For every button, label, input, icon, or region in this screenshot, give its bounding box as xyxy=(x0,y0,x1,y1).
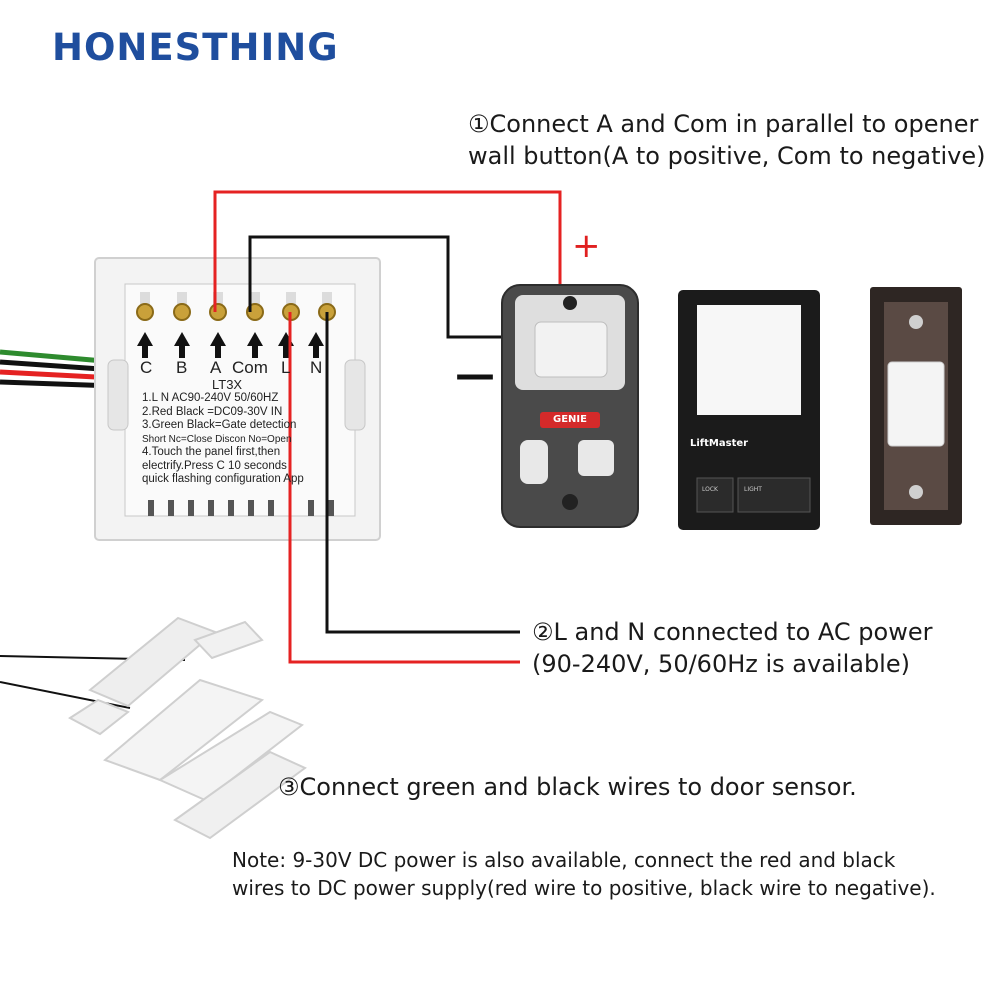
panel-model: LT3X xyxy=(212,377,243,392)
step-2-line-1: ②L and N connected to AC power xyxy=(532,618,933,646)
light-label: LIGHT xyxy=(744,486,762,493)
terminal-label-com: Com xyxy=(232,358,268,377)
brand-logo: HONESTHING xyxy=(52,26,339,69)
door-sensor xyxy=(0,616,307,840)
panel-spec: 1.L N AC90-240V 50/60HZ 2.Red Black =DC0… xyxy=(142,392,304,487)
spec-line-4: Short Nc=Close Discon No=Open xyxy=(142,433,292,445)
step-3: ③Connect green and black wires to door s… xyxy=(278,771,857,803)
spec-line-6: electrify.Press C 10 seconds xyxy=(142,459,287,472)
step-1-line-2: wall button(A to positive, Com to negati… xyxy=(468,142,986,170)
terminal-label-l: L xyxy=(281,358,291,377)
liftmaster-logo: LiftMaster xyxy=(690,438,749,449)
spec-line-1: 1.L N AC90-240V 50/60HZ xyxy=(142,392,279,404)
negative-sign: — xyxy=(455,352,495,398)
step-1: ①Connect A and Com in parallel to opener… xyxy=(468,108,986,172)
terminal-label-n: N xyxy=(310,358,323,377)
switch-panel xyxy=(94,257,381,541)
genie-logo: GENIE xyxy=(553,414,587,425)
genie-wall-console xyxy=(501,284,639,528)
note-line-1: Note: 9-30V DC power is also available, … xyxy=(232,848,896,872)
step-1-line-1: ①Connect A and Com in parallel to opener xyxy=(468,110,979,138)
push-button xyxy=(870,287,962,525)
terminal-label-c: C xyxy=(140,358,153,377)
terminal-arrows xyxy=(137,332,324,358)
step-2-line-2: (90-240V, 50/60Hz is available) xyxy=(532,650,910,678)
step-3-line-1: ③Connect green and black wires to door s… xyxy=(278,773,857,801)
wall-button-wires xyxy=(213,190,562,339)
ac-power-wires xyxy=(288,312,520,664)
spec-line-5: 4.Touch the panel first,then xyxy=(142,446,281,458)
terminal-label-b: B xyxy=(176,358,188,377)
lock-label: LOCK xyxy=(702,486,718,493)
terminal-label-a: A xyxy=(210,358,222,377)
spec-line-3: 3.Green Black=Gate detection xyxy=(142,419,297,431)
liftmaster-wall-console xyxy=(678,290,820,530)
spec-line-2: 2.Red Black =DC09-30V IN xyxy=(142,405,283,418)
spec-line-7: quick flashing configuration App xyxy=(142,473,304,485)
dc-power-note: Note: 9-30V DC power is also available, … xyxy=(232,846,936,902)
step-2: ②L and N connected to AC power (90-240V,… xyxy=(532,616,932,680)
positive-sign: + xyxy=(572,226,601,266)
note-line-2: wires to DC power supply(red wire to pos… xyxy=(232,876,936,900)
